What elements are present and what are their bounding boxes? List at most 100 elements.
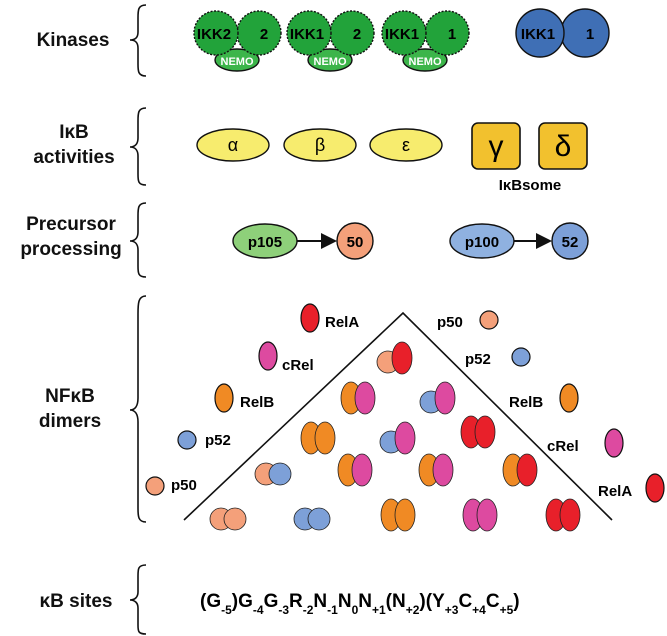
- precursor-label: p100: [465, 234, 499, 251]
- dimer-subunit-relb: [394, 498, 416, 532]
- ikb-beta-label: β: [315, 135, 325, 155]
- subunit-p52-marker: [511, 347, 531, 367]
- dimer-subunit-relb: [314, 421, 336, 455]
- dimer-subunit-rela: [474, 415, 496, 449]
- subunit-rela-label: RelA: [598, 483, 632, 500]
- kinase-b-label: 1: [586, 26, 594, 43]
- product-label: 50: [347, 234, 364, 251]
- subunit-p50-label: p50: [437, 314, 463, 331]
- brace-kinases: [129, 4, 147, 77]
- dimer-subunit-crel: [394, 421, 416, 455]
- ikb-delta-label: δ: [555, 130, 572, 163]
- product-circle: [336, 222, 374, 260]
- dimer-p50-p50: [209, 507, 247, 531]
- dimer-subunit-p52: [268, 462, 292, 486]
- kinase-a: [286, 10, 332, 56]
- kinase-b-label: 2: [260, 26, 268, 43]
- subunit-crel-label: cRel: [547, 438, 579, 455]
- dimer-relb-relb: [300, 421, 336, 455]
- precursor-p105: p105 50: [232, 222, 374, 260]
- kinase-b: [329, 10, 375, 56]
- dimer-subunit-rela: [559, 498, 581, 532]
- row-label-ikb-line2: activities: [33, 147, 115, 168]
- dimer-relb-crel: [418, 453, 454, 487]
- kinase-b: [424, 10, 470, 56]
- subunit-labels-left: RelA cRel RelB p52 p50: [145, 303, 359, 496]
- nemo-oval: [402, 48, 448, 72]
- dimer-subunit-crel: [351, 453, 373, 487]
- subunit-relb-marker: [559, 383, 579, 413]
- ikb-delta-box: [538, 122, 588, 170]
- brace-nfkb: [129, 295, 147, 523]
- ikb-beta-oval: [283, 128, 357, 162]
- dimer-p52-p52: [293, 507, 331, 531]
- ikb-alpha-label: α: [228, 135, 238, 155]
- brace-precursor: [129, 202, 147, 278]
- kb-sequence: (G-5)G-4G-3R-2N-1N0N+1(N+2)(Y+3C+4C+5): [200, 591, 520, 617]
- subunit-relb-label: RelB: [509, 394, 543, 411]
- subunit-rela-label: RelA: [325, 314, 359, 331]
- kinase-a: [515, 8, 565, 58]
- row-label-kb-sites: κB sites: [39, 591, 113, 612]
- kinase-complex-3: IKK1 1 NEMO: [381, 10, 470, 72]
- product-circle: [551, 222, 589, 260]
- row-label-precursor-line2: processing: [20, 239, 122, 260]
- subunit-p52-marker: [177, 430, 197, 450]
- nemo-oval: [214, 48, 260, 72]
- row-label-precursor-line1: Precursor: [26, 214, 116, 235]
- ikb-activities: α β ε γ δ IκBsome: [196, 122, 588, 194]
- brace-kb-sites: [129, 564, 147, 635]
- dimer-crel-crel: [462, 498, 498, 532]
- kinase-a-label: IKK1: [290, 26, 324, 43]
- dimer-subunit-p50: [223, 507, 247, 531]
- kinase-b-label: 1: [448, 26, 456, 43]
- kinase-complex-2: IKK1 2 NEMO: [286, 10, 375, 72]
- subunit-relb-label: RelB: [240, 394, 274, 411]
- subunit-relb-marker: [214, 383, 234, 413]
- kinase-a-label: IKK2: [197, 26, 231, 43]
- kinase-a-label: IKK1: [385, 26, 419, 43]
- precursor-label: p105: [248, 234, 282, 251]
- dimer-relb-relb: [380, 498, 416, 532]
- row-label-nfkb-dimers: NFκB dimers: [20, 384, 120, 434]
- kinase-b: [236, 10, 282, 56]
- dimer-triangle: [183, 311, 613, 521]
- row-label-precursor-processing: Precursor processing: [4, 212, 138, 262]
- nemo-oval: [307, 48, 353, 72]
- dimer-rela-rela: [460, 415, 496, 449]
- dimer-subunit-crel: [434, 381, 456, 415]
- row-label-ikb-line1: IκB: [59, 122, 89, 143]
- subunit-p50-marker: [479, 310, 499, 330]
- dimer-p50-rela: [376, 341, 413, 375]
- row-label-nfkb-line1: NFκB: [45, 386, 95, 407]
- product-label: 52: [562, 234, 579, 251]
- dimer-relb-rela: [502, 453, 538, 487]
- nemo-label: NEMO: [409, 56, 442, 68]
- ikb-gamma-box: [471, 122, 521, 170]
- ikb-epsilon-oval: [369, 128, 443, 162]
- dimer-rela-rela: [545, 498, 581, 532]
- dimer-p52-crel: [379, 421, 416, 455]
- ikb-gamma-label: γ: [489, 130, 504, 163]
- row-label-kinases: Kinases: [36, 30, 110, 51]
- subunit-p50-marker: [145, 476, 165, 496]
- ikb-alpha-oval: [196, 128, 270, 162]
- precursor-p100: p100 52: [449, 222, 589, 260]
- kinase-a: [193, 10, 239, 56]
- subunit-p52-label: p52: [465, 351, 491, 368]
- kinase-a: [381, 10, 427, 56]
- ikb-epsilon-label: ε: [402, 135, 410, 155]
- subunit-labels-right: p50 p52 RelB cRel RelA: [437, 310, 665, 503]
- dimer-p50-p52: [254, 462, 292, 486]
- braces: [129, 4, 147, 635]
- subunit-rela-marker: [300, 303, 320, 333]
- kinase-b-label: 2: [353, 26, 361, 43]
- row-label-ikb-activities: IκB activities: [14, 120, 134, 170]
- subunit-p52-label: p52: [205, 432, 231, 449]
- nemo-label: NEMO: [314, 56, 347, 68]
- dimer-relb-crel: [337, 453, 373, 487]
- subunit-p50-label: p50: [171, 477, 197, 494]
- dimer-subunit-rela: [516, 453, 538, 487]
- row-label-nfkb-line2: dimers: [38, 411, 102, 432]
- dimer-matrix: [209, 341, 581, 532]
